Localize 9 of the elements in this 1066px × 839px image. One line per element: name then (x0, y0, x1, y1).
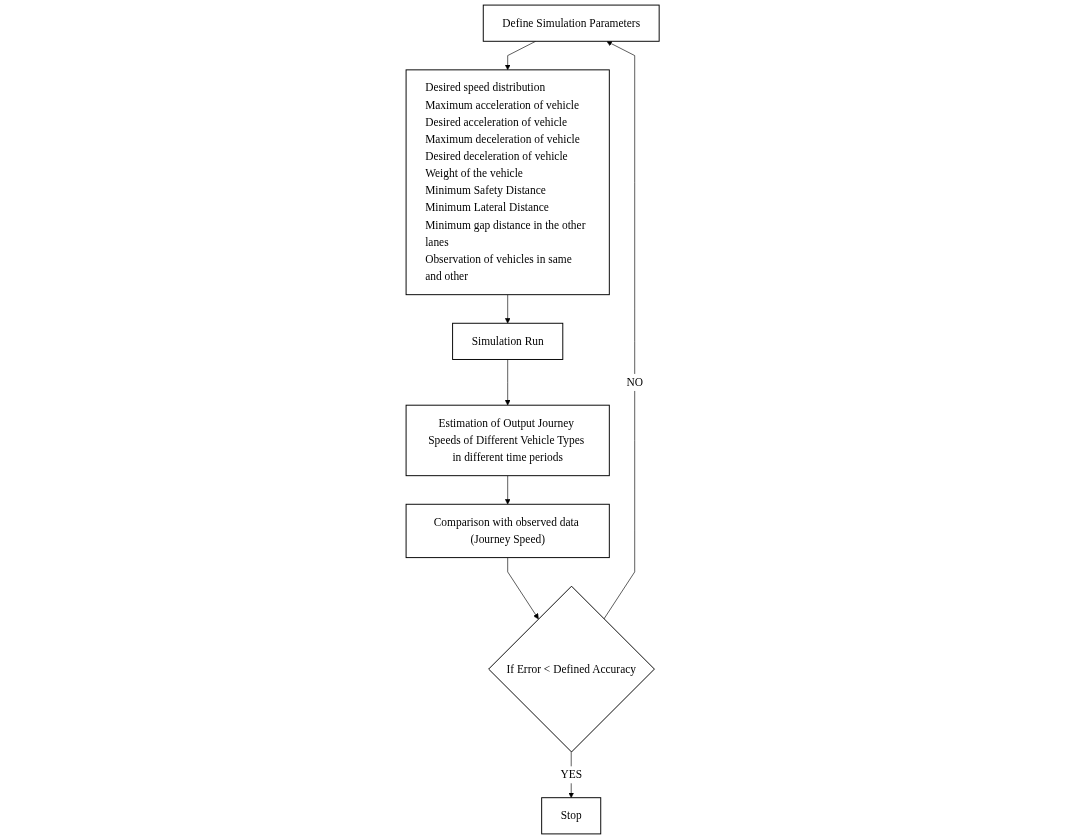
node-box: Stop (541, 797, 602, 835)
node-box: Desired speed distribution Maximum acceleration of vehicle Desired acceleration of vehicle Maximum deceleration of vehicle Desired deceleration of vehicle Weight of the vehicle Minimum Safety Distance Minimum Lateral Distance Minimum gap distance in the other lanes Observation of vehicles in same and other (406, 69, 611, 296)
node-diamond: If Error < Defined Accuracy (488, 585, 656, 753)
node-box: Comparison with observed data (Journey Speed) (406, 503, 611, 559)
node-box: Simulation Run (452, 322, 564, 360)
edge-label: YES (560, 768, 583, 781)
node-box: Estimation of Output Journey Speeds of Different Vehicle Types in different time periods (406, 404, 611, 477)
edge-label: NO (626, 375, 644, 389)
node-box: Define Simulation Parameters (483, 4, 660, 42)
